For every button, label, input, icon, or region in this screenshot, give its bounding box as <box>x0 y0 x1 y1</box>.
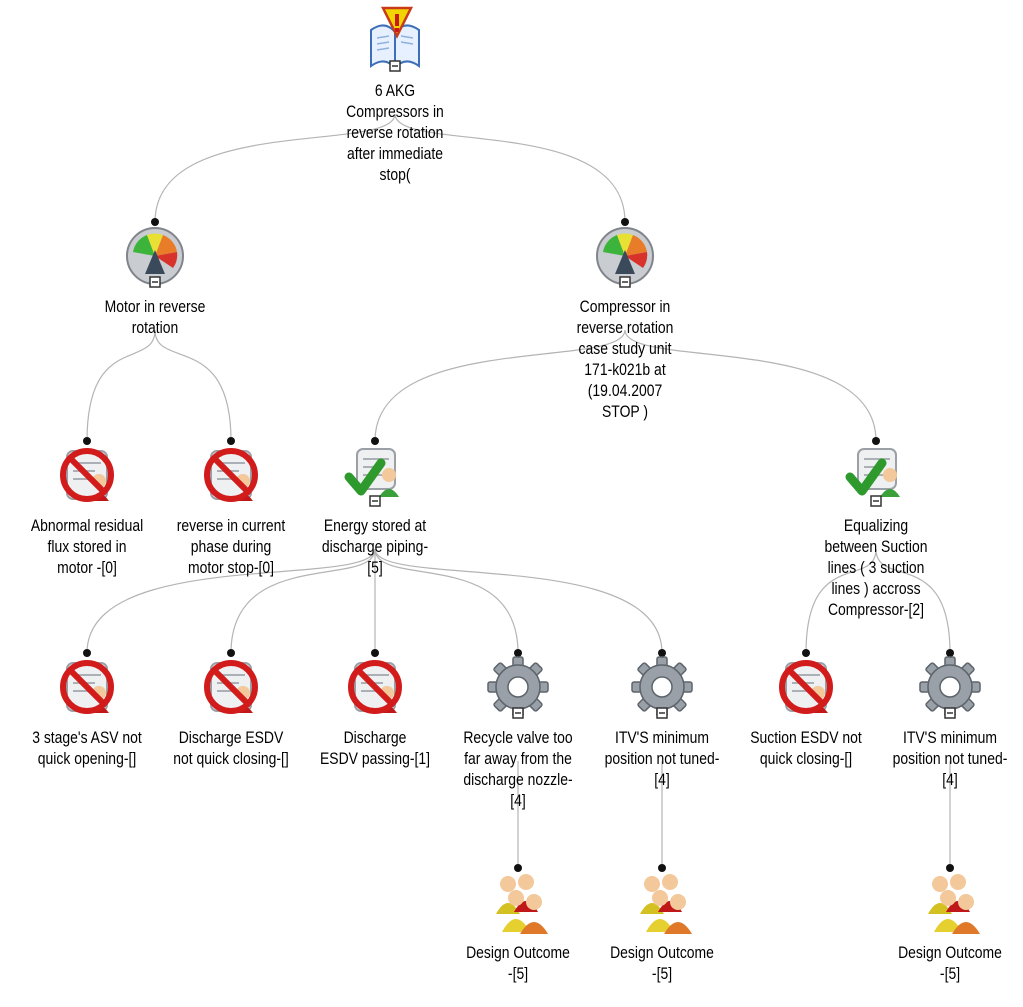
connector-dot <box>946 864 954 872</box>
rejected-person-icon[interactable] <box>55 441 119 511</box>
connector-dot <box>514 864 522 872</box>
node-label: ITV'S minimum position not tuned- [4] <box>892 728 1008 789</box>
connector-dot <box>227 437 235 445</box>
tree-link <box>154 113 396 223</box>
gear-icon[interactable] <box>918 653 982 723</box>
tree-link <box>875 548 951 654</box>
gear-icon[interactable] <box>486 653 550 723</box>
node-label: Discharge ESDV passing-[1] <box>319 728 431 768</box>
connector-dot <box>83 437 91 445</box>
connector-dot <box>514 649 522 657</box>
connector-dot <box>658 649 666 657</box>
node-label: ITV'S minimum position not tuned- [4] <box>604 728 720 789</box>
node-label: Recycle valve too far away from the disc… <box>463 728 573 810</box>
rejected-person-icon[interactable] <box>55 653 119 723</box>
team-icon[interactable] <box>918 868 982 938</box>
node-label: Discharge ESDV not quick closing-[] <box>173 728 289 768</box>
node-label: Motor in reverse rotation <box>104 297 206 337</box>
tree-link <box>374 548 663 654</box>
node-label: 3 stage's ASV not quick opening-[] <box>32 728 142 768</box>
approved-person-icon[interactable] <box>343 441 407 511</box>
connector-dot <box>621 218 629 226</box>
rejected-person-icon[interactable] <box>199 441 263 511</box>
connector-dot <box>802 649 810 657</box>
connector-dot <box>227 649 235 657</box>
connector-dot <box>946 649 954 657</box>
gauge-icon[interactable] <box>123 222 187 292</box>
rejected-person-icon[interactable] <box>343 653 407 723</box>
node-label: Abnormal residual flux stored in motor -… <box>30 516 144 577</box>
connector-dot <box>872 437 880 445</box>
team-icon[interactable] <box>630 868 694 938</box>
connector-dot <box>151 218 159 226</box>
team-icon[interactable] <box>486 868 550 938</box>
connector-dot <box>371 437 379 445</box>
node-label: Energy stored at discharge piping- [5] <box>321 516 429 577</box>
node-label: Equalizing between Suction lines ( 3 suc… <box>824 516 928 619</box>
node-label: Compressor in reverse rotation case stud… <box>576 297 674 421</box>
connector-dot <box>658 864 666 872</box>
node-label: Suction ESDV not quick closing-[] <box>750 728 862 768</box>
tree-link <box>374 329 626 442</box>
gear-icon[interactable] <box>630 653 694 723</box>
node-label: Design Outcome -[5] <box>466 943 570 983</box>
tree-link <box>374 548 519 654</box>
node-label: Design Outcome -[5] <box>610 943 714 983</box>
approved-person-icon[interactable] <box>844 441 908 511</box>
node-label: reverse in current phase during motor st… <box>176 516 286 577</box>
warning-book-icon[interactable] <box>363 6 427 76</box>
rejected-person-icon[interactable] <box>199 653 263 723</box>
gauge-icon[interactable] <box>593 222 657 292</box>
tree-link <box>230 548 376 654</box>
node-label: Design Outcome -[5] <box>898 943 1002 983</box>
tree-link <box>86 329 156 442</box>
tree-link <box>805 548 877 654</box>
tree-link <box>154 329 232 442</box>
tree-link <box>394 113 626 223</box>
rejected-person-icon[interactable] <box>774 653 838 723</box>
tree-link <box>624 329 877 442</box>
connector-dot <box>83 649 91 657</box>
connector-dot <box>371 649 379 657</box>
tree-link <box>86 548 376 654</box>
node-label: 6 AKG Compressors in reverse rotation af… <box>346 81 444 184</box>
